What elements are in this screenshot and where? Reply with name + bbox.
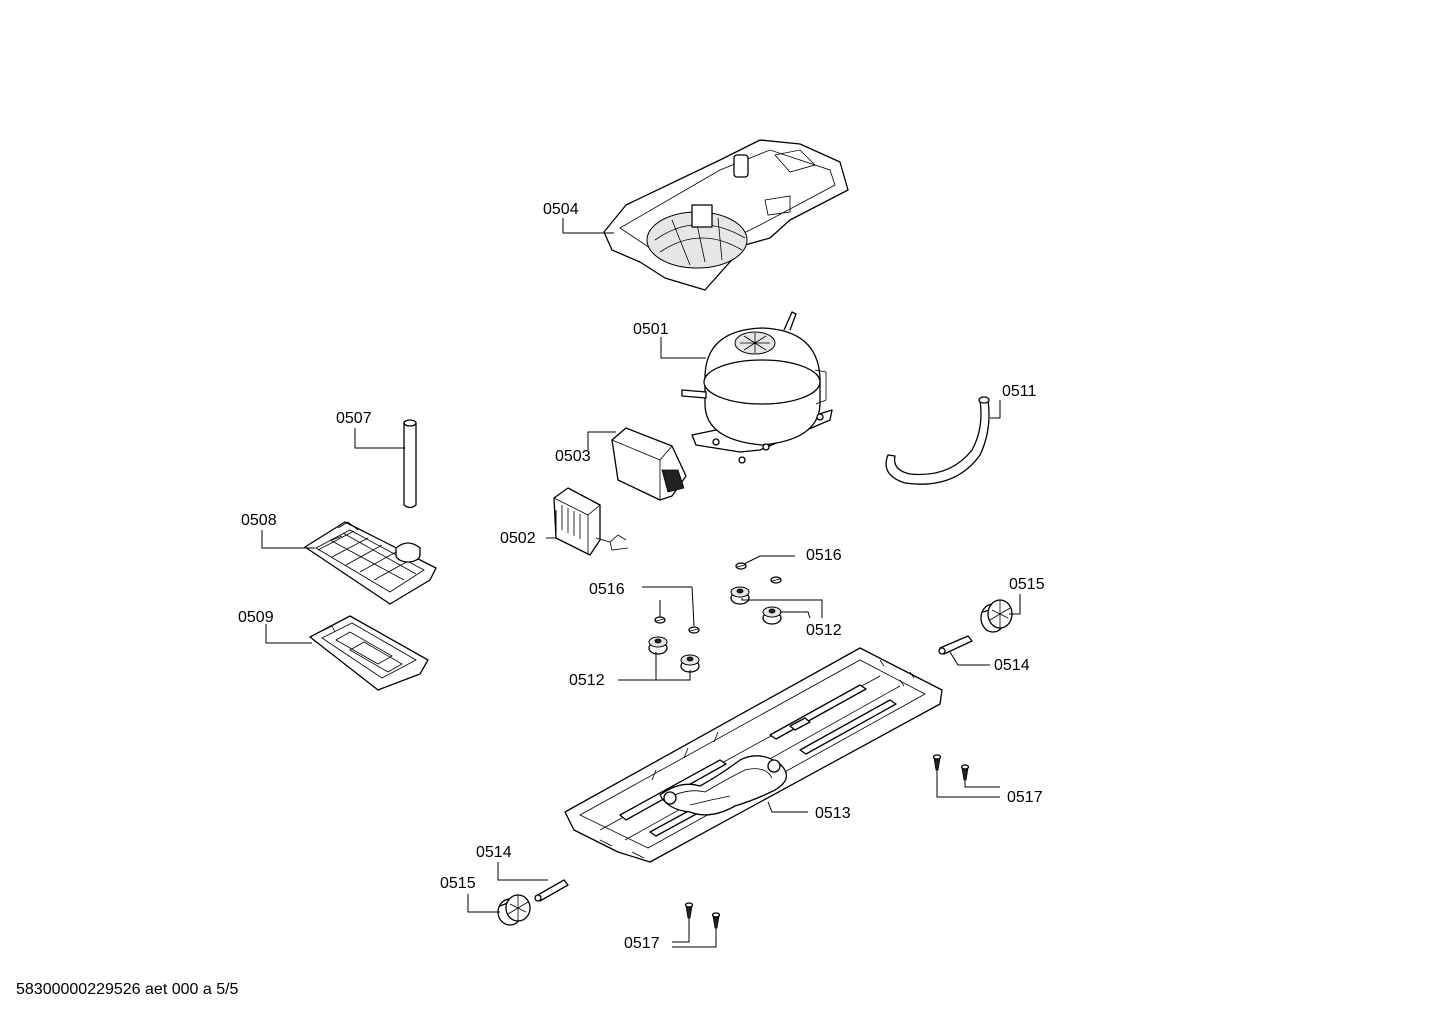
callout-0517-right: 0517	[1007, 789, 1043, 806]
callout-0514-left: 0514	[476, 844, 512, 861]
callout-0503: 0503	[555, 448, 591, 465]
callout-0509: 0509	[238, 609, 274, 626]
document-id: 58300000229526 aet 000 a 5/5	[16, 981, 239, 998]
part-0503-relay	[611, 427, 687, 501]
part-0515-wheel-left	[497, 894, 531, 926]
callout-0501: 0501	[633, 321, 669, 338]
part-0513-base-plate	[564, 647, 943, 863]
callout-0514-right: 0514	[994, 657, 1030, 674]
part-0504-drip-tray	[603, 139, 849, 291]
callout-0511: 0511	[1002, 383, 1037, 400]
callout-0515-left: 0515	[440, 875, 476, 892]
part-0515-wheel-right	[980, 599, 1013, 633]
part-0509-evaporation-tray	[309, 615, 429, 691]
callout-0515-right: 0515	[1009, 576, 1045, 593]
callout-0516-right: 0516	[806, 547, 842, 564]
part-0501-compressor	[681, 311, 833, 464]
callout-0508: 0508	[241, 512, 277, 529]
part-0514-axle-right	[938, 635, 973, 655]
callout-0517-bottom: 0517	[624, 935, 660, 952]
part-0516-washers	[654, 562, 782, 634]
callout-0502: 0502	[500, 530, 536, 547]
callout-0516-left: 0516	[589, 581, 625, 598]
callout-0507: 0507	[336, 410, 372, 427]
part-0508-grille	[304, 521, 437, 605]
callout-0504: 0504	[543, 201, 579, 218]
callout-labels: 0504 0501 0511 0507 0503 0502 0508 0516 …	[238, 201, 1045, 952]
part-0514-axle-left	[534, 879, 569, 902]
callout-0512-left: 0512	[569, 672, 605, 689]
part-0512-grommets	[648, 586, 782, 673]
part-0517-screws-right	[932, 754, 970, 781]
part-0511-drain-hose	[885, 396, 990, 485]
callout-0513: 0513	[815, 805, 851, 822]
callout-0512-right: 0512	[806, 622, 842, 639]
part-0517-screws-bottom	[684, 902, 721, 929]
leader-lines	[261, 218, 1021, 948]
part-0507-rod	[403, 419, 417, 509]
part-0502-starter-box	[553, 487, 629, 556]
